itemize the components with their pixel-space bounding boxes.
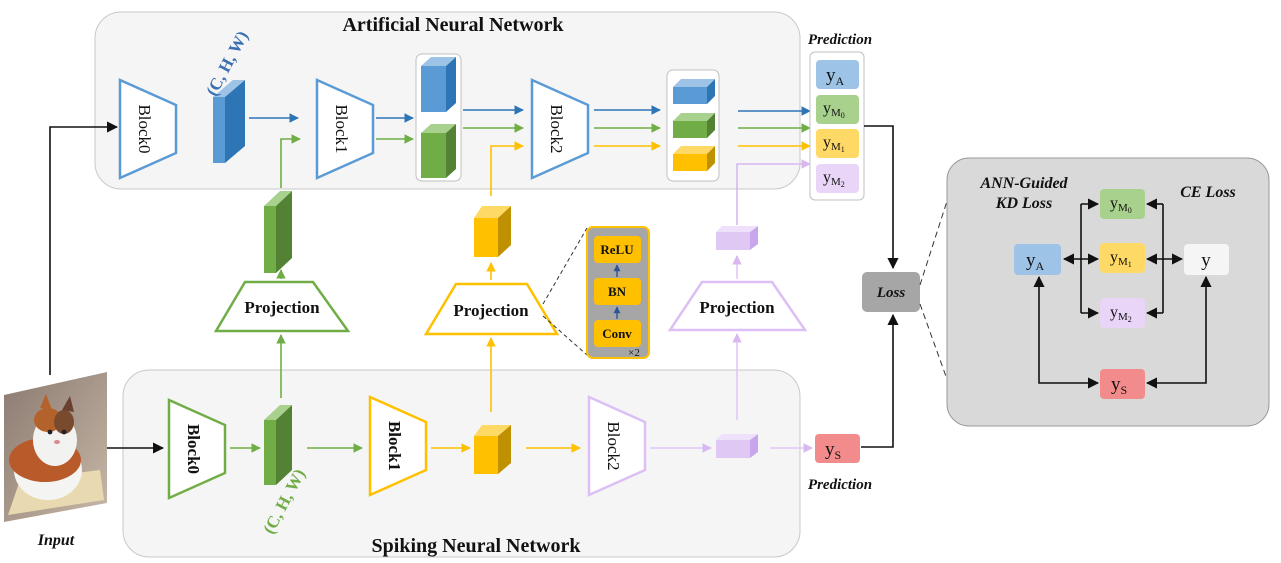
detail-relu: ReLU <box>594 236 641 263</box>
ann-block0: Block0 <box>118 78 178 180</box>
svg-text:yS: yS <box>1111 374 1127 397</box>
svg-text:yM1: yM1 <box>823 134 845 154</box>
snn-block2-label: Block2 <box>604 421 623 470</box>
ann-gold-arrow-to-b2 <box>490 141 524 196</box>
proj-green-feature <box>264 191 292 273</box>
snn-feature-map-2 <box>716 434 758 458</box>
input-label: Input <box>37 532 75 549</box>
prediction-ym2: yM2 <box>816 164 859 193</box>
ann-block1-label: Block1 <box>332 104 351 153</box>
svg-text:yS: yS <box>825 439 841 462</box>
loss-zoom-bottom <box>919 303 949 383</box>
svg-text:Conv: Conv <box>602 326 632 341</box>
ann-feature-blue-1 <box>421 57 456 112</box>
detail-bn: BN <box>594 278 641 305</box>
svg-text:ReLU: ReLU <box>600 242 634 257</box>
svg-text:BN: BN <box>608 284 627 299</box>
kd-loss-label-2: KD Loss <box>995 195 1052 212</box>
loss-ym1-box: yM1 <box>1100 243 1145 273</box>
ce-loss-label: CE Loss <box>1180 184 1236 201</box>
svg-text:yA: yA <box>826 65 845 88</box>
prediction-ys: yS <box>815 434 860 463</box>
loss-label: Loss <box>876 285 906 301</box>
snn-feature-map-0 <box>264 405 292 485</box>
prediction-ya: yA <box>816 60 859 89</box>
ann-title: Artificial Neural Network <box>342 14 564 36</box>
projection-gold <box>423 282 560 336</box>
svg-text:yM1: yM1 <box>1110 249 1132 269</box>
snn-block1: Block1 <box>368 395 428 497</box>
proj-gold-feature <box>474 206 511 257</box>
svg-text:yA: yA <box>1026 250 1045 273</box>
svg-text:yM0: yM0 <box>823 100 845 120</box>
ann-feature-blue-2 <box>673 79 715 104</box>
detail-connector-bottom <box>542 315 588 356</box>
projection-lavender <box>667 280 808 332</box>
ann-to-loss-line <box>864 125 899 270</box>
prediction-ym0: yM0 <box>816 95 859 124</box>
input-image <box>4 372 107 522</box>
ann-block2: Block2 <box>530 78 590 180</box>
ann-feature-gold-2 <box>673 146 715 171</box>
prediction-bottom-label: Prediction <box>808 477 872 493</box>
loss-ym2-box: yM2 <box>1100 298 1145 328</box>
proj-lavender-feature <box>716 226 758 250</box>
snn-feature-map-1 <box>474 425 511 474</box>
proj-green-to-ann-arrow <box>280 134 301 188</box>
kd-link-ya-ys <box>1033 275 1100 389</box>
loss-ys-box: yS <box>1100 369 1145 399</box>
svg-text:y: y <box>1201 250 1211 271</box>
loss-ym0-box: yM0 <box>1100 189 1145 219</box>
kd-loss-label-1: ANN-Guided <box>979 175 1068 192</box>
svg-text:yM2: yM2 <box>823 169 845 189</box>
snn-title: Spiking Neural Network <box>372 535 582 557</box>
ann-feature-map-0 <box>213 80 245 163</box>
loss-ya-box: yA <box>1014 244 1061 275</box>
ann-feature-green-2 <box>673 113 715 138</box>
loss-y-box: y <box>1184 244 1229 275</box>
projection-green <box>213 280 351 333</box>
loss-zoom-top <box>919 197 949 286</box>
snn-block2: Block2 <box>587 395 647 497</box>
detail-conv: Conv <box>594 320 641 347</box>
ann-block1: Block1 <box>315 78 375 180</box>
snn-block0-label: Block0 <box>184 424 203 474</box>
ce-link-ys-y <box>1145 275 1212 389</box>
detail-repeat-label: ×2 <box>628 347 640 359</box>
ann-block0-label: Block0 <box>135 104 154 153</box>
loss-box <box>862 272 920 312</box>
detail-connector-top <box>542 227 588 305</box>
svg-text:yM0: yM0 <box>1110 195 1132 215</box>
projection-lavender-label: Projection <box>699 298 775 317</box>
snn-block1-label: Block1 <box>385 421 404 471</box>
prediction-ym1: yM1 <box>816 129 859 158</box>
prediction-top-label: Prediction <box>808 32 872 48</box>
snn-to-loss-line <box>861 313 899 448</box>
input-to-ann-arrow <box>49 121 119 375</box>
projection-green-label: Projection <box>244 298 320 317</box>
pred-arrow-lavender <box>736 159 811 225</box>
projection-gold-label: Projection <box>453 301 529 320</box>
snn-block0: Block0 <box>167 398 227 500</box>
ann-block2-label: Block2 <box>547 104 566 153</box>
svg-text:yM2: yM2 <box>1110 304 1132 324</box>
ann-feature-green-1 <box>421 124 456 178</box>
